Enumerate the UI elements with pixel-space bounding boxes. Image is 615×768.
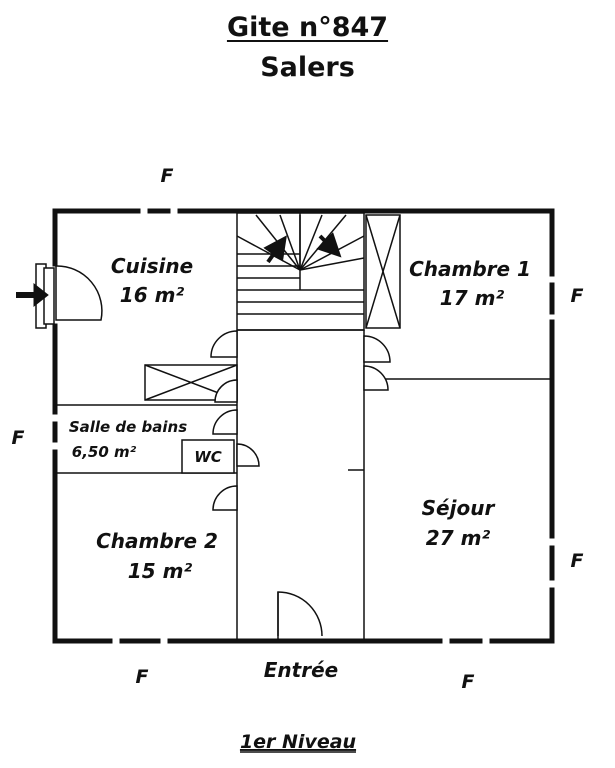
cuisine-label: Cuisine [111, 254, 193, 278]
exterior-walls [52, 208, 555, 644]
stair-arrow-icon [263, 232, 342, 264]
closet-chambre-1 [365, 214, 401, 329]
chambre-2-area: 15 m² [128, 559, 193, 583]
plan-subtitle: Salers [260, 52, 355, 83]
level-label: 1er Niveau [240, 731, 356, 753]
chambre-1-area: 17 m² [440, 286, 505, 310]
window-marker-right-bottom: F [571, 550, 584, 572]
sejour-label: Séjour [422, 496, 496, 520]
interior-walls [55, 329, 552, 641]
window-marker-right-top: F [571, 285, 584, 307]
window-marker-bottom-right: F [462, 671, 475, 693]
plan-title: Gite n°847 [226, 12, 389, 43]
sejour-area: 27 m² [426, 526, 491, 550]
entree-label: Entrée [264, 658, 338, 682]
chambre-2-label: Chambre 2 [96, 529, 218, 553]
window-marker-top: F [161, 165, 174, 187]
salle-de-bains-area: 6,50 m² [72, 443, 137, 461]
wc-box [181, 439, 235, 474]
wc-label: WC [194, 448, 222, 466]
entry-arrow-icon [16, 282, 49, 308]
salle-de-bains-label: Salle de bains [69, 418, 187, 436]
staircase [236, 212, 365, 331]
chambre-1-label: Chambre 1 [409, 257, 531, 281]
cuisine-area: 16 m² [120, 283, 185, 307]
window-marker-left: F [12, 427, 25, 449]
window-marker-bottom-left: F [136, 666, 149, 688]
door-swings [55, 265, 391, 637]
